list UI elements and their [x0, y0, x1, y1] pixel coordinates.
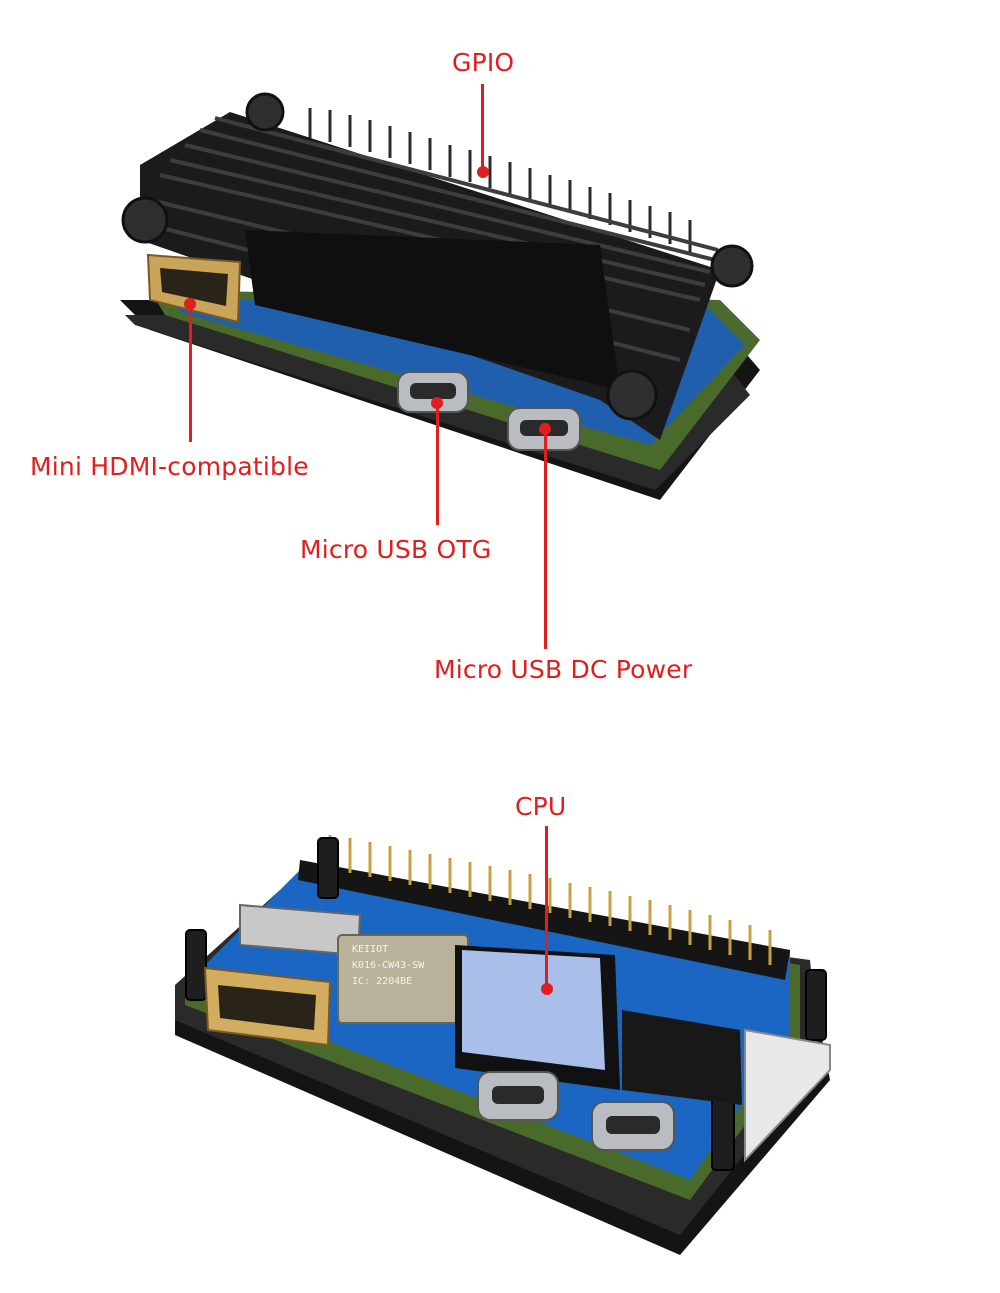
- gpio-pointer-dot: [477, 166, 489, 178]
- cpu-leader: [545, 826, 548, 986]
- module-line-3: IC: 2204BE: [352, 976, 413, 987]
- cpu-label: CPU: [515, 792, 567, 821]
- standoffs: [185, 837, 827, 1171]
- module-line-2: K016-CW43-SW: [352, 960, 425, 971]
- cpu-pointer-dot: [541, 983, 553, 995]
- gpio-leader: [481, 84, 484, 170]
- micro-usb-otg-port: [397, 371, 469, 413]
- mini-hdmi-port: [146, 253, 242, 324]
- hdmi-label: Mini HDMI-compatible: [30, 452, 309, 481]
- usb-otg-leader: [436, 403, 439, 525]
- gpio-label: GPIO: [452, 48, 515, 77]
- screws: [121, 92, 754, 421]
- csi-connector: [744, 1028, 831, 1163]
- usb-power-leader: [544, 429, 547, 649]
- product-photo-top: [120, 92, 760, 500]
- ram-chip: [622, 1010, 742, 1105]
- heatsink: [140, 112, 720, 440]
- gpio-pins: [308, 108, 692, 252]
- module-line-1: KEIIOT: [352, 944, 389, 955]
- gpio-header: [298, 835, 790, 980]
- hdmi-leader: [189, 304, 192, 442]
- cpu-with-thermal-pad: [455, 945, 620, 1090]
- usb-otg-label: Micro USB OTG: [300, 535, 492, 564]
- mini-hdmi-port-bottom: [203, 966, 332, 1047]
- usb-power-label: Micro USB DC Power: [434, 655, 693, 684]
- micro-usb-ports-bottom: [477, 1071, 675, 1151]
- wifi-module-text: KEIIOT K016-CW43-SW IC: 2204BE: [352, 942, 424, 990]
